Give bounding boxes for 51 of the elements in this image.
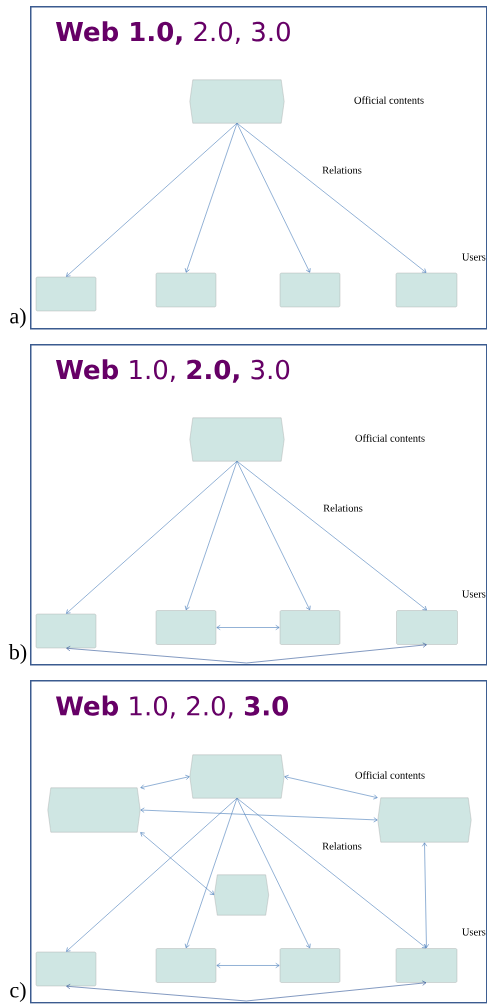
arrow (236, 122, 427, 273)
hexagon-box (189, 79, 285, 124)
box (155, 610, 217, 645)
arrow (66, 642, 427, 664)
side-label: Users (462, 928, 486, 936)
panel-letter: c) (10, 982, 26, 1002)
panel-letter: b) (8, 644, 27, 664)
box (279, 948, 341, 983)
side-label: Users (462, 590, 486, 598)
box (395, 948, 458, 983)
box (279, 610, 341, 645)
arrow (140, 807, 378, 823)
arrow (140, 832, 215, 895)
arrow (284, 774, 378, 800)
side-label: Users (462, 253, 486, 261)
box (155, 948, 217, 983)
arrow (216, 962, 280, 969)
arrow (216, 624, 280, 631)
arrow (236, 122, 311, 273)
side-label: Official contents (355, 434, 425, 442)
box (155, 272, 217, 308)
side-label: Official contents (354, 96, 424, 104)
side-label: Relations (322, 842, 362, 850)
hexagon-box (189, 754, 285, 799)
box (279, 272, 341, 308)
box (35, 613, 97, 649)
hexagon-box (189, 417, 285, 462)
hexagon-box (214, 874, 269, 916)
arrow (66, 122, 238, 277)
box (35, 276, 97, 312)
hexagon-box (47, 787, 141, 833)
arrow (184, 460, 238, 611)
arrow (66, 797, 238, 952)
arrow (236, 797, 311, 949)
box (395, 272, 458, 308)
arrow (66, 980, 427, 1002)
arrow (236, 797, 427, 949)
arrow (422, 842, 429, 949)
hexagon-box (377, 797, 472, 843)
arrow (184, 797, 238, 949)
box (35, 951, 97, 987)
arrow (66, 460, 238, 614)
side-label: Relations (322, 166, 362, 174)
box (396, 610, 458, 645)
side-label: Relations (323, 504, 363, 512)
arrow (236, 460, 427, 611)
side-label: Official contents (355, 771, 425, 779)
arrow (236, 460, 311, 611)
arrow (140, 774, 190, 790)
panel-letter: a) (10, 308, 26, 328)
arrow (184, 122, 238, 273)
